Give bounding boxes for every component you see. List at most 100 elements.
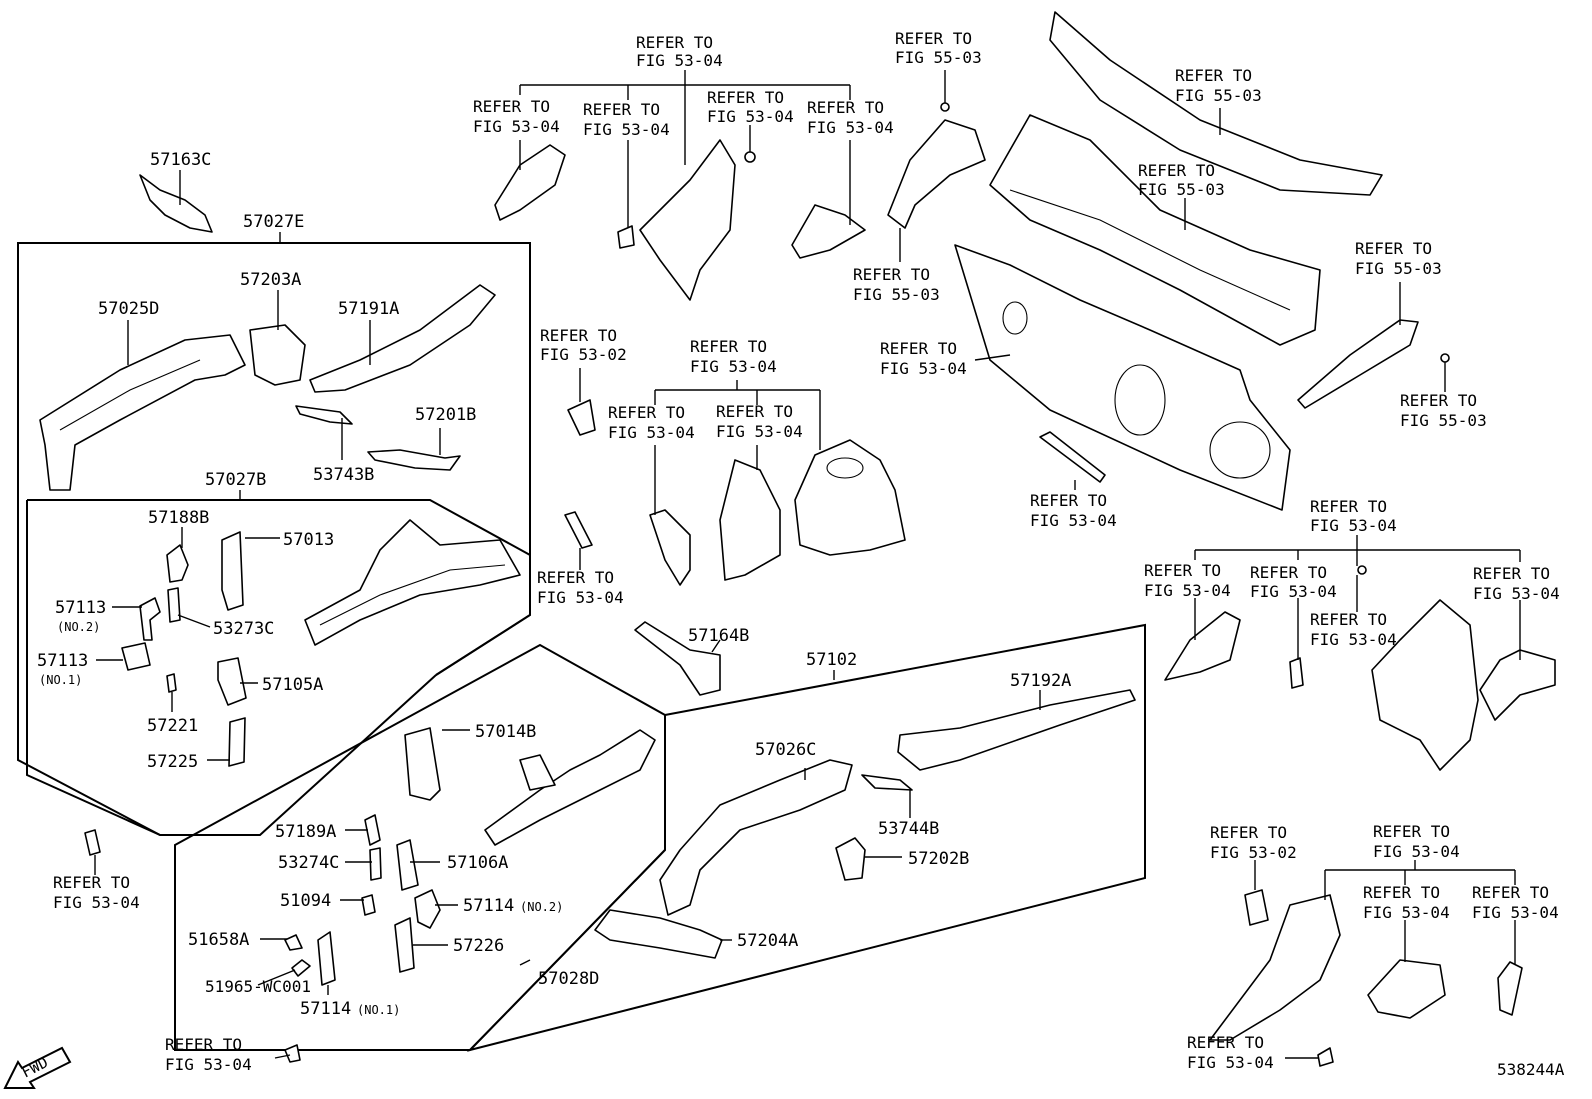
svg-text:FIG 55-03: FIG 55-03 bbox=[895, 48, 982, 67]
label-57113-no2: 57113 bbox=[55, 598, 106, 618]
svg-text:FIG 55-03: FIG 55-03 bbox=[1355, 259, 1442, 278]
part-top-center-panel-drawing bbox=[639, 139, 736, 301]
fwd-arrow-icon: FWD bbox=[3, 1046, 72, 1089]
part-57025D-drawing bbox=[39, 334, 246, 491]
part-mid-bracket-a-drawing bbox=[649, 509, 691, 586]
part-right-clip-b-drawing bbox=[1289, 657, 1304, 689]
label-57203A: 57203A bbox=[240, 270, 301, 290]
svg-text:FIG 55-03: FIG 55-03 bbox=[853, 285, 940, 304]
svg-text:FIG 53-04: FIG 53-04 bbox=[716, 422, 803, 441]
part-57201B-drawing bbox=[367, 449, 461, 471]
part-51965-drawing bbox=[291, 959, 311, 977]
svg-text:REFER TO: REFER TO bbox=[608, 403, 685, 422]
svg-text:FIG 53-04: FIG 53-04 bbox=[807, 118, 894, 137]
label-57225: 57225 bbox=[147, 752, 198, 772]
svg-text:FIG 53-04: FIG 53-04 bbox=[1250, 582, 1337, 601]
label-53273C: 53273C bbox=[213, 619, 274, 639]
part-57192A-drawing bbox=[897, 689, 1136, 771]
label-51965-WC001: 51965-WC001 bbox=[205, 977, 311, 996]
label-57202B: 57202B bbox=[908, 849, 969, 869]
label-57014B: 57014B bbox=[475, 722, 536, 742]
svg-text:REFER TO: REFER TO bbox=[53, 873, 130, 892]
label-57013: 57013 bbox=[283, 530, 334, 550]
svg-text:FIG 53-02: FIG 53-02 bbox=[540, 345, 627, 364]
label-57114-no2: 57114 bbox=[463, 896, 514, 916]
label-57105A: 57105A bbox=[262, 675, 323, 695]
label-57163C: 57163C bbox=[150, 150, 211, 170]
part-57106A-drawing bbox=[396, 839, 419, 891]
part-top-small-clip-drawing bbox=[617, 225, 635, 249]
part-bar-53-04-drawing bbox=[1039, 431, 1106, 483]
part-57221-drawing bbox=[166, 673, 177, 693]
label-57189A: 57189A bbox=[275, 822, 336, 842]
svg-text:FIG 53-04: FIG 53-04 bbox=[1144, 581, 1231, 600]
part-57014B-drawing bbox=[404, 727, 441, 801]
part-mid-strip-drawing bbox=[564, 511, 593, 549]
part-53273C-drawing bbox=[167, 587, 181, 623]
part-57202B-drawing bbox=[835, 837, 866, 881]
svg-text:FIG 53-04: FIG 53-04 bbox=[1373, 842, 1460, 861]
diagram-id: 538244A bbox=[1497, 1060, 1565, 1079]
svg-text:FIG 53-04: FIG 53-04 bbox=[707, 107, 794, 126]
svg-text:REFER TO: REFER TO bbox=[895, 29, 972, 48]
svg-text:REFER TO: REFER TO bbox=[1138, 161, 1215, 180]
label-57204A: 57204A bbox=[737, 931, 798, 951]
part-dash-panel-drawing bbox=[954, 244, 1291, 511]
svg-text:FIG 53-04: FIG 53-04 bbox=[537, 588, 624, 607]
part-57114-no2-drawing bbox=[414, 889, 441, 929]
label-53744B: 53744B bbox=[878, 819, 939, 839]
part-55-03-right-piece-drawing bbox=[1297, 319, 1450, 409]
part-57026C-drawing bbox=[659, 759, 853, 916]
part-57226-drawing bbox=[394, 917, 415, 973]
part-right-bolt-drawing bbox=[1357, 565, 1367, 575]
svg-text:FIG 55-03: FIG 55-03 bbox=[1175, 86, 1262, 105]
svg-text:REFER TO: REFER TO bbox=[473, 97, 550, 116]
part-top-right-bracket-drawing bbox=[791, 204, 866, 259]
label-57221: 57221 bbox=[147, 716, 198, 736]
svg-text:REFER TO: REFER TO bbox=[880, 339, 957, 358]
svg-text:REFER TO: REFER TO bbox=[1355, 239, 1432, 258]
part-lower-right-small-drawing bbox=[1497, 961, 1523, 1016]
label-57106A: 57106A bbox=[447, 853, 508, 873]
part-lower-right-box-drawing bbox=[1367, 959, 1446, 1019]
svg-text:REFER TO: REFER TO bbox=[583, 100, 660, 119]
part-right-bracket-c-drawing bbox=[1479, 649, 1556, 721]
label-57026C: 57026C bbox=[755, 740, 816, 760]
label-57201B: 57201B bbox=[415, 405, 476, 425]
svg-text:FIG 53-04: FIG 53-04 bbox=[53, 893, 140, 912]
label-53743B: 53743B bbox=[313, 465, 374, 485]
svg-text:REFER TO: REFER TO bbox=[1363, 883, 1440, 902]
svg-text:REFER TO: REFER TO bbox=[1373, 822, 1450, 841]
part-right-bracket-a-drawing bbox=[1164, 611, 1241, 681]
svg-text:REFER TO: REFER TO bbox=[165, 1035, 242, 1054]
part-57105A-drawing bbox=[217, 657, 247, 706]
part-53-02-clip-drawing bbox=[567, 399, 596, 436]
svg-text:REFER TO: REFER TO bbox=[1310, 610, 1387, 629]
part-57027B-rail-drawing bbox=[304, 519, 521, 646]
svg-text:FIG 53-04: FIG 53-04 bbox=[1363, 903, 1450, 922]
part-57203A-drawing bbox=[249, 324, 306, 386]
svg-text:REFER TO: REFER TO bbox=[1310, 497, 1387, 516]
part-57164B-drawing bbox=[634, 621, 721, 696]
label-57188B: 57188B bbox=[148, 508, 209, 528]
label-57025D: 57025D bbox=[98, 299, 159, 319]
svg-text:REFER TO: REFER TO bbox=[537, 568, 614, 587]
svg-text:FIG 55-03: FIG 55-03 bbox=[1138, 180, 1225, 199]
svg-text:REFER TO: REFER TO bbox=[1210, 823, 1287, 842]
svg-text:FIG 53-04: FIG 53-04 bbox=[583, 120, 670, 139]
part-bottom-clip-drawing bbox=[284, 1044, 301, 1063]
